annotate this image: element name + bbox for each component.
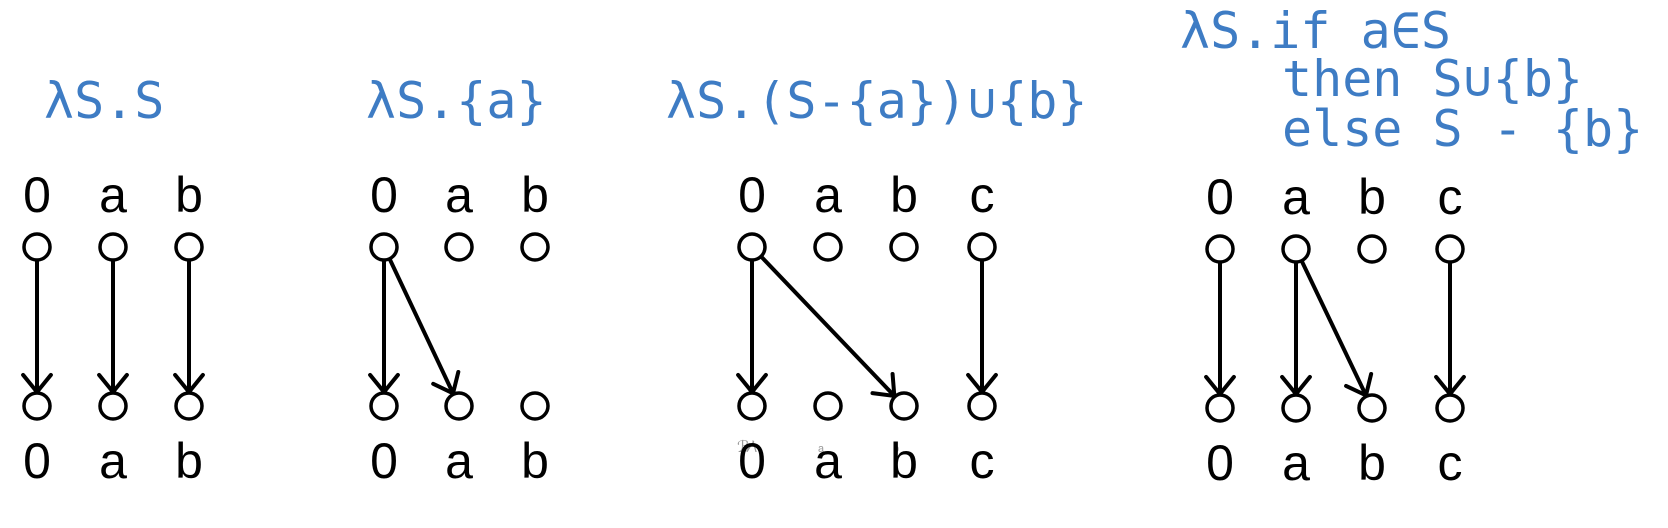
panel-2-top-node-a: [444, 232, 474, 262]
panel-4-top-label-a: a: [1282, 169, 1310, 225]
panel-2-bottom-node-b: [520, 391, 550, 421]
panel-1-bottom-label-a: a: [99, 433, 127, 489]
panel-1-top-node-0: [22, 232, 52, 262]
panel-3-top-node-a: [813, 232, 843, 262]
panel-identity: λS.S: [44, 72, 164, 130]
panel-4-top-label-0: 0: [1206, 169, 1234, 225]
panel-replace: λS.(S-{a})∪{b}: [666, 72, 1087, 130]
panel-3-top-node-b: [889, 232, 919, 262]
panel-2-bottom-label-0: 0: [370, 433, 398, 489]
artifact-mark-1: ℬ⁄\: [737, 439, 757, 456]
panel-1-title: λS.S: [44, 72, 164, 130]
artifact-mark-2: ᵃ: [818, 443, 825, 460]
panel-conditional: λS.if a∈S then S∪{b} else S - {b}: [1180, 2, 1643, 158]
panel-4-title-line-3: else S - {b}: [1282, 100, 1643, 158]
panel-4-edge-3: [1299, 259, 1368, 397]
panel-2-bottom-label-b: b: [521, 433, 549, 489]
panel-3-bottom-label-b: b: [890, 433, 918, 489]
panel-4-top-node-a: [1281, 234, 1311, 264]
scan-artifacts: ℬ⁄\ ᵃ ᵇ: [737, 439, 899, 460]
panel-3-bottom-node-b: [889, 391, 919, 421]
panel-1-top-node-b: [174, 232, 204, 262]
panel-4-top-label-b: b: [1358, 169, 1386, 225]
panel-2-edge-2: [387, 257, 455, 395]
panel-3-bottom-label-a: a: [814, 433, 842, 489]
panel-3-edge-2: [759, 255, 896, 398]
panel-2-top-label-b: b: [521, 167, 549, 223]
panel-4-top-label-c: c: [1438, 169, 1463, 225]
panel-4-top-node-0: [1205, 234, 1235, 264]
panel-4-top-node-b: [1357, 234, 1387, 264]
panel-4-bottom-label-b: b: [1358, 435, 1386, 491]
panel-1-bottom-node-0: [22, 391, 52, 421]
panel-3-bottom-label-0: 0: [738, 433, 766, 489]
panel-1-top-node-a: [98, 232, 128, 262]
panel-4-bottom-label-0: 0: [1206, 435, 1234, 491]
artifact-mark-3: ᵇ: [893, 443, 899, 460]
panel-2-top-label-a: a: [445, 167, 473, 223]
panel-1-bottom-label-b: b: [175, 433, 203, 489]
panel-3-top-label-0: 0: [738, 167, 766, 223]
panel-2-top-node-0: [369, 232, 399, 262]
panel-3-top-node-c: [967, 232, 997, 262]
panel-1-bottom-node-b: [174, 391, 204, 421]
panel-3-bottom-node-a: [813, 391, 843, 421]
panel-2-top-label-0: 0: [370, 167, 398, 223]
panel-4-bottom-node-0: [1205, 393, 1235, 423]
panel-4-bottom-label-a: a: [1282, 435, 1310, 491]
panel-1-bottom-label-0: 0: [23, 433, 51, 489]
panel-3-bottom-label-c: c: [970, 433, 995, 489]
panel-1-bottom-node-a: [98, 391, 128, 421]
panel-2-bottom-label-a: a: [445, 433, 473, 489]
panel-4-bottom-node-c: [1435, 393, 1465, 423]
panel-3-top-label-c: c: [970, 167, 995, 223]
panel-constant: λS.{a}: [366, 72, 547, 130]
panel-1-top-label-0: 0: [23, 167, 51, 223]
panel-3-top-label-a: a: [814, 167, 842, 223]
panel-4-bottom-label-c: c: [1438, 435, 1463, 491]
panel-3-top-node-0: [737, 232, 767, 262]
panel-3-bottom-node-0: [737, 391, 767, 421]
panel-4-bottom-node-a: [1281, 393, 1311, 423]
panel-1-top-label-a: a: [99, 167, 127, 223]
panel-2-title: λS.{a}: [366, 72, 547, 130]
panel-2-top-node-b: [520, 232, 550, 262]
panel-1-top-label-b: b: [175, 167, 203, 223]
panel-3-title: λS.(S-{a})∪{b}: [666, 72, 1087, 130]
panel-4-top-node-c: [1435, 234, 1465, 264]
panel-4-title-line-1: λS.if a∈S: [1180, 2, 1451, 60]
panel-4-bottom-node-b: [1357, 393, 1387, 423]
panel-2-bottom-node-0: [369, 391, 399, 421]
panel-3-bottom-node-c: [967, 391, 997, 421]
panel-3-top-label-b: b: [890, 167, 918, 223]
panel-4-title-line-2: then S∪{b}: [1282, 50, 1583, 108]
panel-2-bottom-node-a: [444, 391, 474, 421]
